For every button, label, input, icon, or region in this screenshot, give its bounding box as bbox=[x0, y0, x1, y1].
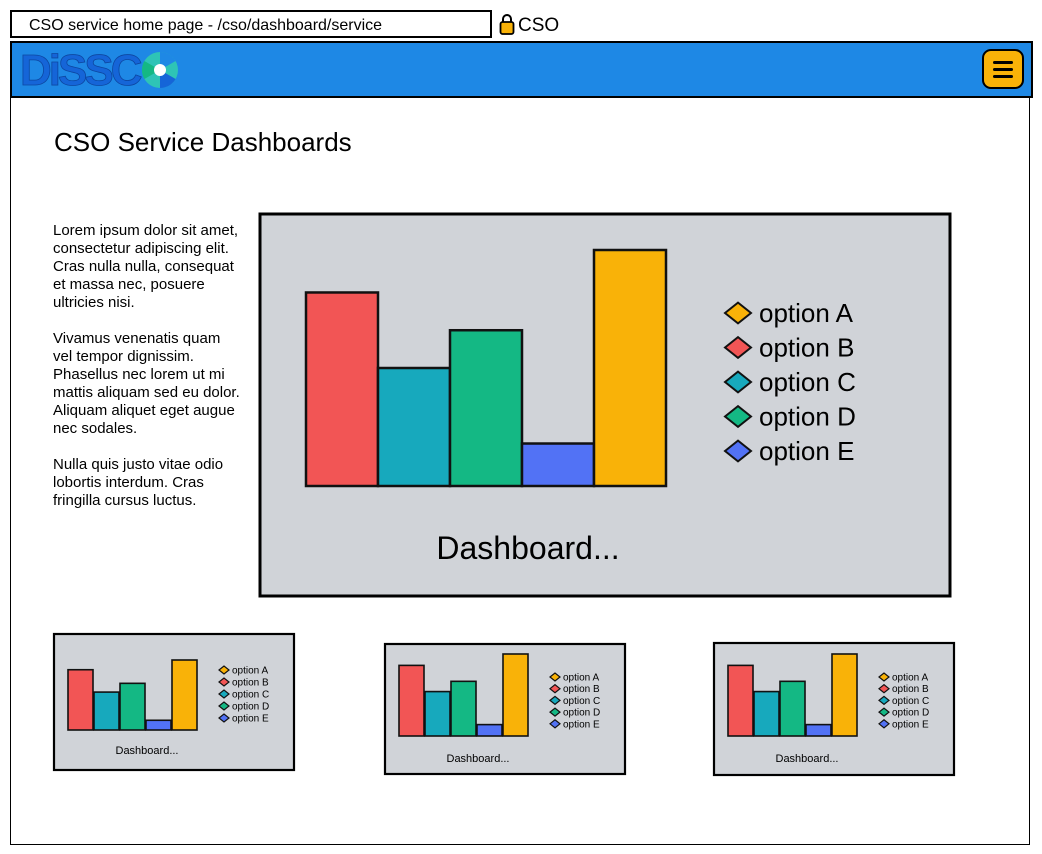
legend-marker-icon bbox=[878, 719, 890, 729]
chart-bar bbox=[779, 680, 806, 737]
legend-marker-icon bbox=[878, 707, 890, 717]
legend-label: option C bbox=[892, 696, 929, 707]
chart-bar bbox=[304, 291, 380, 488]
legend-marker-icon bbox=[549, 707, 561, 717]
lock-icon bbox=[499, 14, 515, 35]
legend-label: option B bbox=[563, 684, 600, 695]
legend-marker-icon bbox=[723, 370, 753, 394]
legend-marker-icon bbox=[723, 404, 753, 429]
chart-bar bbox=[376, 366, 452, 488]
dashboard-caption: Dashboard... bbox=[776, 753, 839, 765]
chart-bar bbox=[398, 664, 425, 737]
menu-icon-line bbox=[993, 68, 1013, 71]
paragraph: Nulla quis justo vitae odio lobortis int… bbox=[53, 456, 224, 509]
address-bar-text: CSO service home page - /cso/dashboard/s… bbox=[29, 17, 383, 34]
svg-text:DiSSC: DiSSC bbox=[20, 49, 142, 89]
chart-bar bbox=[727, 664, 754, 737]
legend-marker-icon bbox=[218, 713, 230, 723]
legend-marker-icon bbox=[723, 301, 753, 325]
legend-label: option C bbox=[232, 690, 269, 701]
dashboard-caption: Dashboard... bbox=[436, 530, 619, 566]
chart-bar bbox=[67, 668, 94, 731]
legend-label: option D bbox=[759, 402, 856, 432]
intro-text: Lorem ipsum dolor sit amet, consectetur … bbox=[53, 222, 243, 528]
menu-icon-line bbox=[993, 75, 1013, 78]
legend-marker-icon bbox=[723, 335, 753, 360]
legend-label: option E bbox=[563, 719, 600, 730]
disscо-logo[interactable]: DiSSC bbox=[20, 46, 185, 95]
main-dashboard-card[interactable]: option A option B option C option D option E… bbox=[258, 212, 952, 598]
chart-bar bbox=[119, 682, 146, 731]
chart-bar bbox=[424, 690, 451, 737]
legend-marker-icon bbox=[218, 677, 230, 687]
legend-marker-icon bbox=[549, 683, 561, 694]
legend-label: option A bbox=[563, 673, 599, 684]
legend-marker-icon bbox=[549, 719, 561, 729]
legend-label: option B bbox=[232, 678, 269, 689]
chart-bar bbox=[145, 719, 172, 731]
legend-label: option B bbox=[892, 684, 929, 695]
legend-label: option C bbox=[759, 367, 856, 397]
legend-marker-icon bbox=[218, 701, 230, 711]
legend-label: option D bbox=[892, 708, 929, 719]
chart-bar bbox=[448, 328, 524, 488]
page-title: CSO Service Dashboards bbox=[54, 127, 352, 157]
menu-icon-line bbox=[993, 61, 1013, 64]
legend-label: option A bbox=[892, 673, 928, 684]
site-label: CSO bbox=[518, 15, 560, 36]
legend-marker-icon bbox=[549, 695, 561, 706]
dashboard-caption: Dashboard... bbox=[116, 745, 179, 757]
legend-marker-icon bbox=[878, 695, 890, 706]
legend-label: option C bbox=[563, 696, 600, 707]
legend-label: option D bbox=[563, 708, 600, 719]
dashboard-chart: option A option B option C option D option E… bbox=[258, 212, 952, 598]
legend-marker-icon bbox=[723, 439, 753, 463]
legend-label: option B bbox=[759, 333, 854, 363]
logo-image: DiSSC bbox=[20, 46, 178, 95]
legend-label: option E bbox=[759, 436, 854, 466]
dashboard-caption: Dashboard... bbox=[447, 753, 510, 765]
header-bar: DiSSC bbox=[10, 41, 1033, 98]
legend-label: option A bbox=[232, 666, 268, 677]
chart-bar bbox=[93, 691, 120, 731]
legend-marker-icon bbox=[218, 689, 230, 699]
chart-bar bbox=[450, 680, 477, 737]
chart-bar bbox=[520, 442, 596, 488]
paragraph: Lorem ipsum dolor sit amet, consectetur … bbox=[53, 222, 239, 311]
legend-marker-icon bbox=[218, 665, 230, 675]
legend-label: option A bbox=[759, 298, 854, 328]
legend-label: option D bbox=[232, 702, 269, 713]
chart-bar bbox=[171, 659, 198, 731]
legend-marker-icon bbox=[878, 683, 890, 694]
chart-bar bbox=[753, 690, 780, 737]
chart-bar bbox=[805, 723, 832, 737]
address-bar[interactable]: CSO service home page - /cso/dashboard/s… bbox=[10, 10, 492, 38]
legend-label: option E bbox=[892, 719, 929, 730]
chart-bar bbox=[502, 653, 529, 737]
legend-marker-icon bbox=[549, 672, 561, 682]
chart-bar bbox=[831, 653, 858, 737]
chart-bar bbox=[476, 723, 503, 737]
legend-label: option E bbox=[232, 714, 269, 725]
legend-marker-icon bbox=[878, 672, 890, 682]
menu-button[interactable] bbox=[982, 49, 1024, 89]
chart-bar bbox=[592, 248, 668, 488]
paragraph: Vivamus venenatis quam vel tempor dignis… bbox=[53, 330, 240, 437]
